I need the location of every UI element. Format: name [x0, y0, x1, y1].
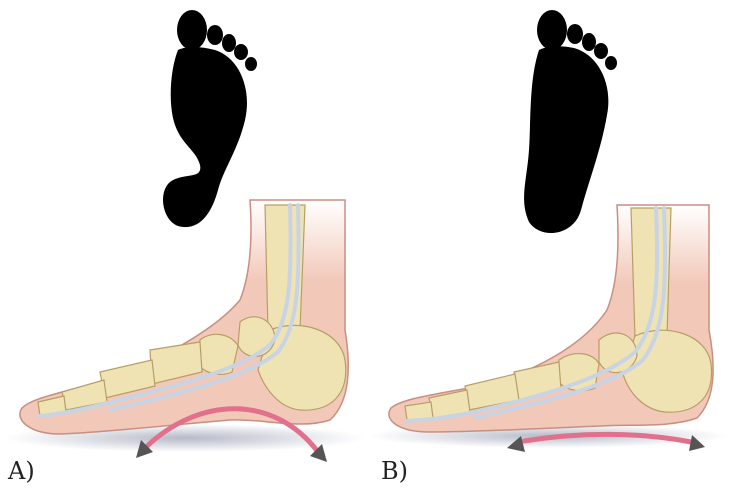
panel-a-label: A)	[8, 457, 35, 485]
panel-b-flat-arch: B)	[369, 0, 737, 491]
footprint-b-icon	[524, 10, 617, 233]
foot-illustration-b	[369, 0, 737, 491]
foot-illustration-a	[0, 0, 368, 491]
panel-a-normal-arch: A)	[0, 0, 368, 491]
footprint-a-icon	[163, 10, 257, 227]
panel-b-label: B)	[381, 457, 408, 485]
